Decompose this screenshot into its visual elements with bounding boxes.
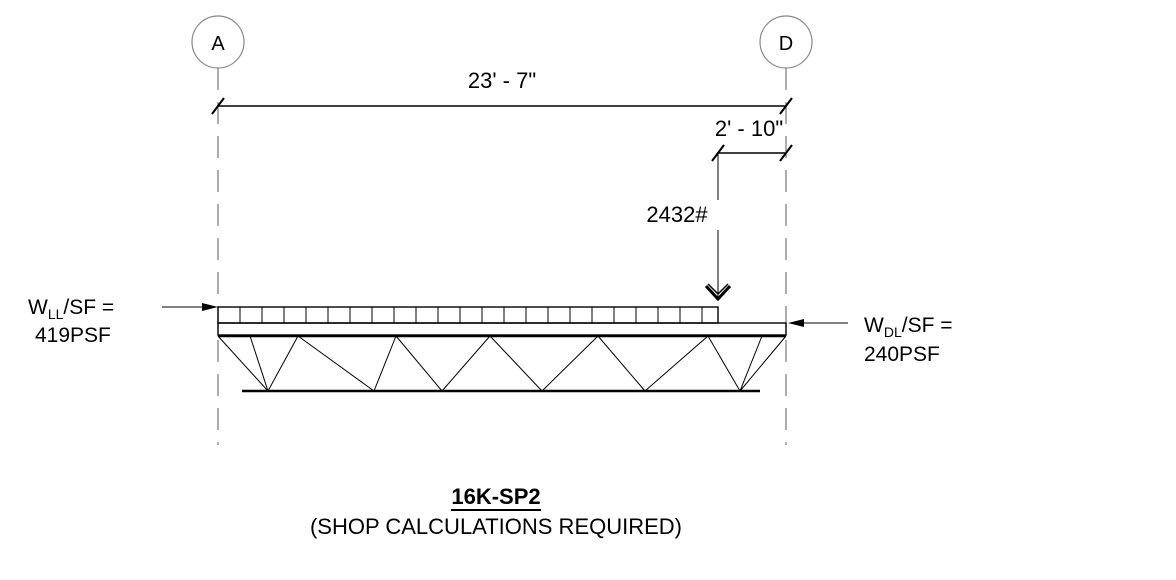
joist-note: (SHOP CALCULATIONS REQUIRED) — [310, 514, 682, 539]
offset-dimension: 2' - 10" — [711, 116, 793, 162]
grid-label-d: D — [779, 33, 793, 55]
offset-dimension-label: 2' - 10" — [715, 116, 783, 141]
joist-webs — [217, 335, 787, 392]
joist-designation: 16K-SP2 — [451, 484, 540, 509]
grid-bubble-d: D — [759, 15, 813, 69]
live-load-block — [217, 306, 719, 324]
grid-label-a: A — [211, 33, 225, 55]
grid-bubble-a: A — [191, 15, 245, 69]
live-load-value: 419PSF — [35, 324, 111, 347]
live-load-annotation: WLL/SF = 419PSF — [28, 296, 218, 347]
point-load-label: 2432# — [646, 202, 708, 227]
dead-load-annotation: WDL/SF = 240PSF — [788, 314, 953, 366]
dead-load-strip — [217, 322, 787, 336]
dead-load-label: WDL/SF = — [864, 314, 953, 340]
joist — [217, 334, 787, 393]
overall-dimension: 23' - 7" — [211, 68, 793, 115]
overall-dimension-label: 23' - 7" — [468, 68, 536, 93]
dead-load-value: 240PSF — [864, 343, 940, 366]
live-load-hatching — [239, 307, 703, 323]
live-load-label: WLL/SF = — [28, 296, 114, 322]
point-load-arrow: 2432# — [646, 153, 732, 302]
joist-title: 16K-SP2 (SHOP CALCULATIONS REQUIRED) — [310, 484, 682, 539]
